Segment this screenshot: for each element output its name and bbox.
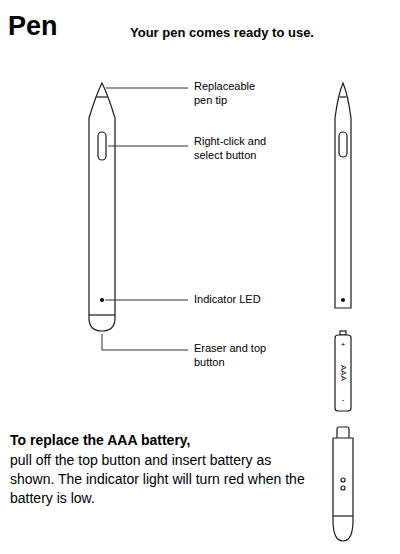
leader-line [106,88,188,89]
battery-symbol [335,335,351,411]
pen-body [335,83,351,308]
part-label: Indicator LED [194,293,261,307]
eraser-joint [333,515,353,516]
note-body: pull off the top button and insert batte… [10,451,310,508]
indicator-led [101,299,104,302]
cap-body [333,438,353,541]
subtitle: Your pen comes ready to use. [130,25,314,41]
battery-mark: + [341,341,346,349]
tip-joint [340,96,347,97]
part-label: Eraser and top button [194,342,269,370]
cap-mark [341,486,345,490]
indicator-led [342,299,345,302]
pen-body [89,83,115,331]
cap-mark [341,478,345,482]
part-label: Replaceable pen tip [194,80,269,108]
pen-button [98,132,106,160]
leader-line [105,300,188,301]
battery-mark: - [342,396,345,404]
cap-joint [89,314,115,315]
pen-button [339,132,347,157]
leader-line [108,146,188,147]
part-label: Right-click and select button [194,135,284,163]
leader-line [102,334,188,350]
tip-joint [97,96,108,97]
note-heading: To replace the AAA battery, [10,432,190,450]
battery-mark: AAA [339,365,347,381]
page-title: Pen [8,10,58,44]
